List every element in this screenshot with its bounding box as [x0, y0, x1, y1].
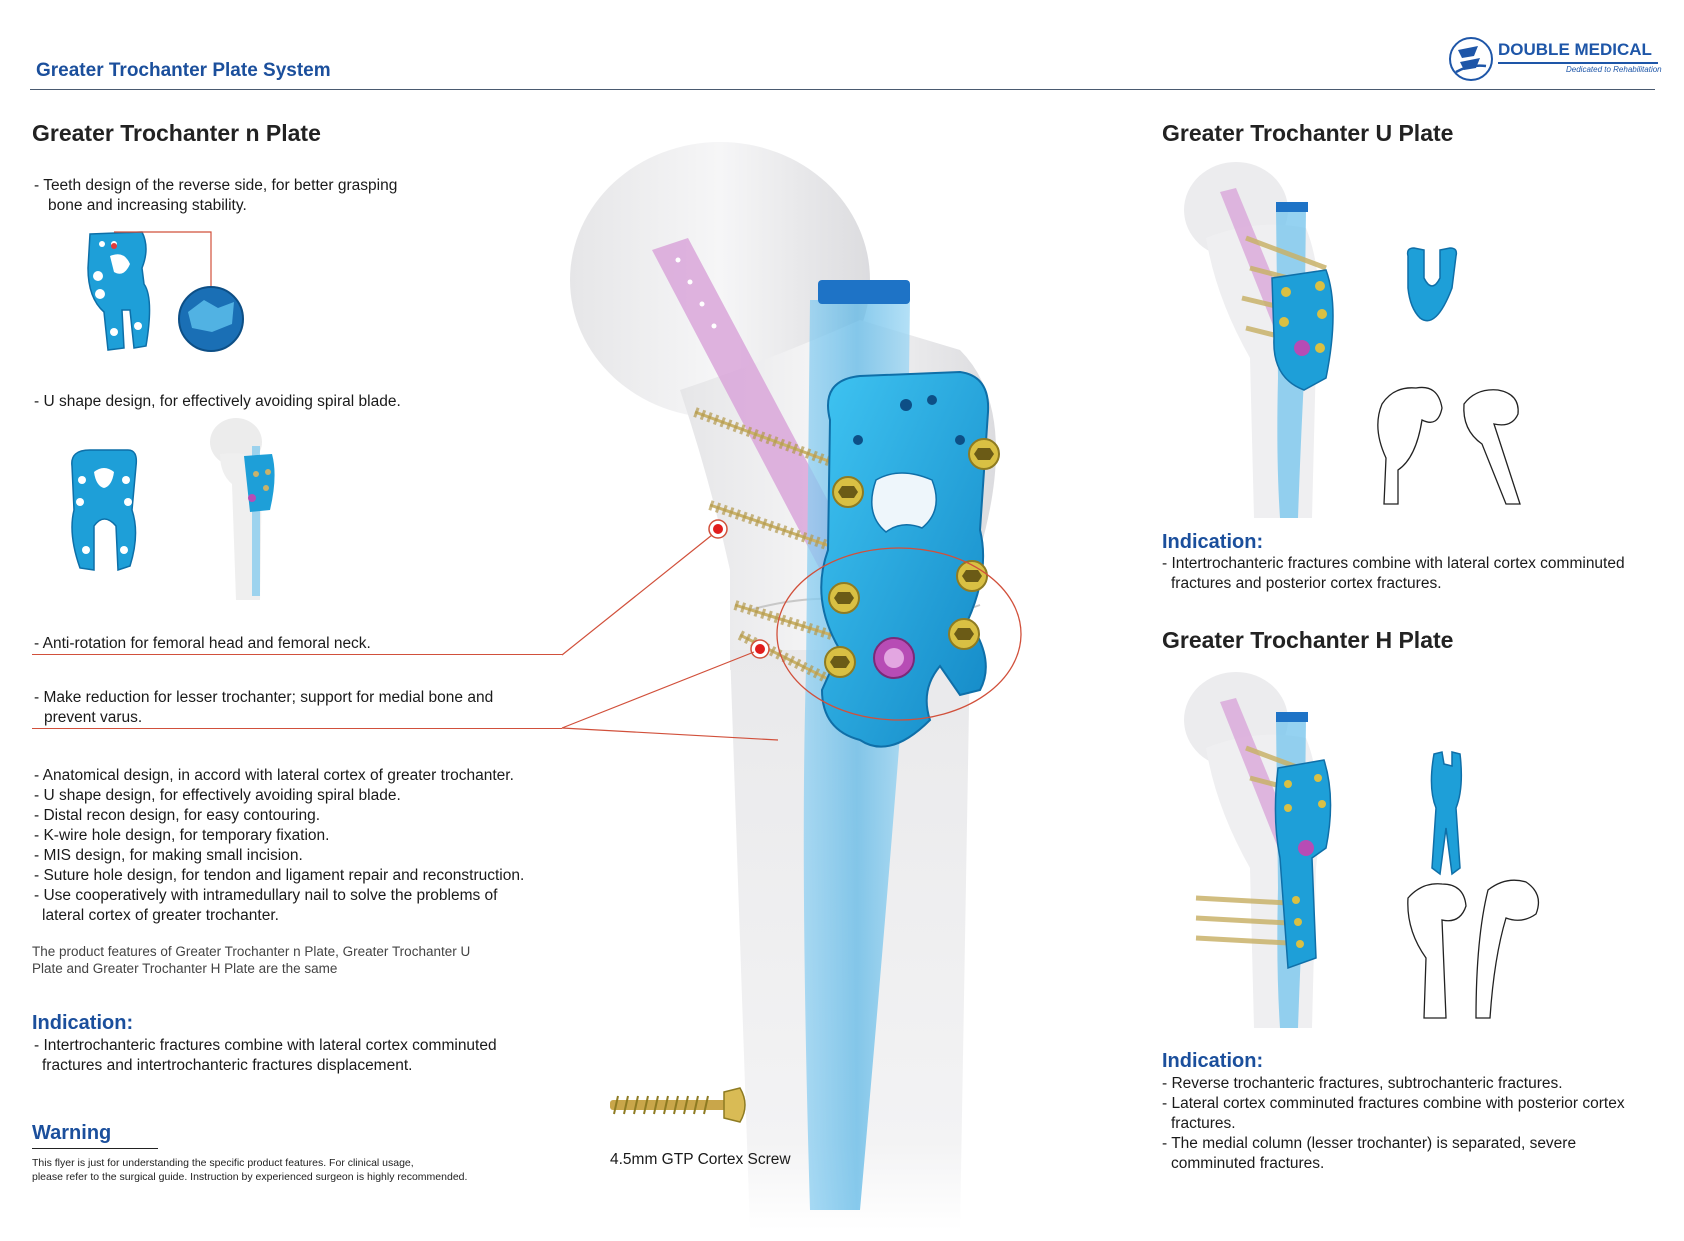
teeth-line-2: bone and increasing stability. — [48, 197, 247, 214]
n-plate-indication-text: - Intertrochanteric fractures combine wi… — [34, 1036, 497, 1076]
u-plate-indication-text: - Intertrochanteric fractures combine wi… — [1162, 554, 1625, 594]
screw-caption: 4.5mm GTP Cortex Screw — [610, 1151, 791, 1168]
u-plate-title: Greater Trochanter U Plate — [1162, 120, 1454, 146]
warning-line-2: please refer to the surgical guide. Inst… — [32, 1171, 468, 1183]
h-plate-title: Greater Trochanter H Plate — [1162, 627, 1454, 653]
feature-item: - Suture hole design, for tendon and lig… — [34, 867, 525, 884]
features-list: - Anatomical design, in accord with late… — [34, 766, 524, 926]
u-indication-line-1: - Intertrochanteric fractures combine wi… — [1162, 555, 1625, 572]
u-shape-plate-illustration — [71, 418, 275, 600]
feature-item: - MIS design, for making small incision. — [34, 847, 303, 864]
main-femur-illustration — [561, 142, 1022, 1230]
note-line-1: The product features of Greater Trochant… — [32, 944, 471, 959]
feature-item: - Use cooperatively with intramedullary … — [34, 887, 498, 904]
reduction-underline — [32, 728, 562, 729]
shared-features-note: The product features of Greater Trochant… — [32, 943, 470, 977]
warning-line-1: This flyer is just for understanding the… — [32, 1157, 414, 1169]
warning-underline — [32, 1148, 158, 1149]
u-shape-text: - U shape design, for effectively avoidi… — [34, 392, 401, 412]
double-medical-logo-icon — [1449, 37, 1493, 81]
h-plate-illustration — [1184, 672, 1540, 1028]
anti-rotation-text: - Anti-rotation for femoral head and fem… — [34, 634, 371, 654]
brand-tagline: Dedicated to Rehabilitation — [1566, 65, 1662, 74]
feature-item-continued: lateral cortex of greater trochanter. — [42, 907, 279, 924]
u-plate-indication-title: Indication: — [1162, 531, 1264, 553]
reduction-line-2: prevent varus. — [44, 709, 143, 726]
h-indication-line-cont: comminuted fractures. — [1171, 1155, 1325, 1172]
feature-item: - Anatomical design, in accord with late… — [34, 767, 514, 784]
warning-text: This flyer is just for understanding the… — [32, 1156, 467, 1184]
u-plate-illustration — [1184, 162, 1521, 518]
n-plate-indication-title: Indication: — [32, 1012, 134, 1034]
u-shape-line: - U shape design, for effectively avoidi… — [34, 393, 401, 410]
reduction-line-1: - Make reduction for lesser trochanter; … — [34, 689, 494, 706]
n-indication-line-1: - Intertrochanteric fractures combine wi… — [34, 1037, 497, 1054]
n-plate-title: Greater Trochanter n Plate — [32, 120, 321, 146]
brand-logo: DOUBLE MEDICAL Dedicated to Rehabilitati… — [1448, 34, 1662, 86]
feature-item: - Distal recon design, for easy contouri… — [34, 807, 321, 824]
brand-underline — [1498, 62, 1658, 64]
h-plate-indication-text: - Reverse trochanteric fractures, subtro… — [1162, 1074, 1625, 1174]
n-indication-line-2: fractures and intertrochanteric fracture… — [42, 1057, 413, 1074]
h-indication-line: - Lateral cortex comminuted fractures co… — [1162, 1095, 1625, 1112]
h-indication-line-cont: fractures. — [1171, 1115, 1236, 1132]
n-plate-teeth-illustration — [87, 231, 244, 352]
h-plate-indication-title: Indication: — [1162, 1050, 1264, 1072]
anti-rotation-line: - Anti-rotation for femoral head and fem… — [34, 635, 371, 652]
teeth-design-text: - Teeth design of the reverse side, for … — [34, 176, 397, 216]
brand-name: DOUBLE MEDICAL — [1498, 40, 1652, 59]
u-indication-line-2: fractures and posterior cortex fractures… — [1171, 575, 1442, 592]
feature-item: - K-wire hole design, for temporary fixa… — [34, 827, 330, 844]
header-divider — [30, 89, 1655, 90]
h-indication-line: - Reverse trochanteric fractures, subtro… — [1162, 1075, 1563, 1092]
note-line-2: Plate and Greater Trochanter H Plate are… — [32, 961, 338, 976]
anti-rotation-underline — [32, 654, 562, 655]
reduction-text: - Make reduction for lesser trochanter; … — [34, 688, 493, 728]
warning-title: Warning — [32, 1122, 112, 1144]
h-indication-line: - The medial column (lesser trochanter) … — [1162, 1135, 1577, 1152]
teeth-line-1: - Teeth design of the reverse side, for … — [34, 177, 398, 194]
document-title: Greater Trochanter Plate System — [36, 60, 331, 81]
feature-item: - U shape design, for effectively avoidi… — [34, 787, 401, 804]
